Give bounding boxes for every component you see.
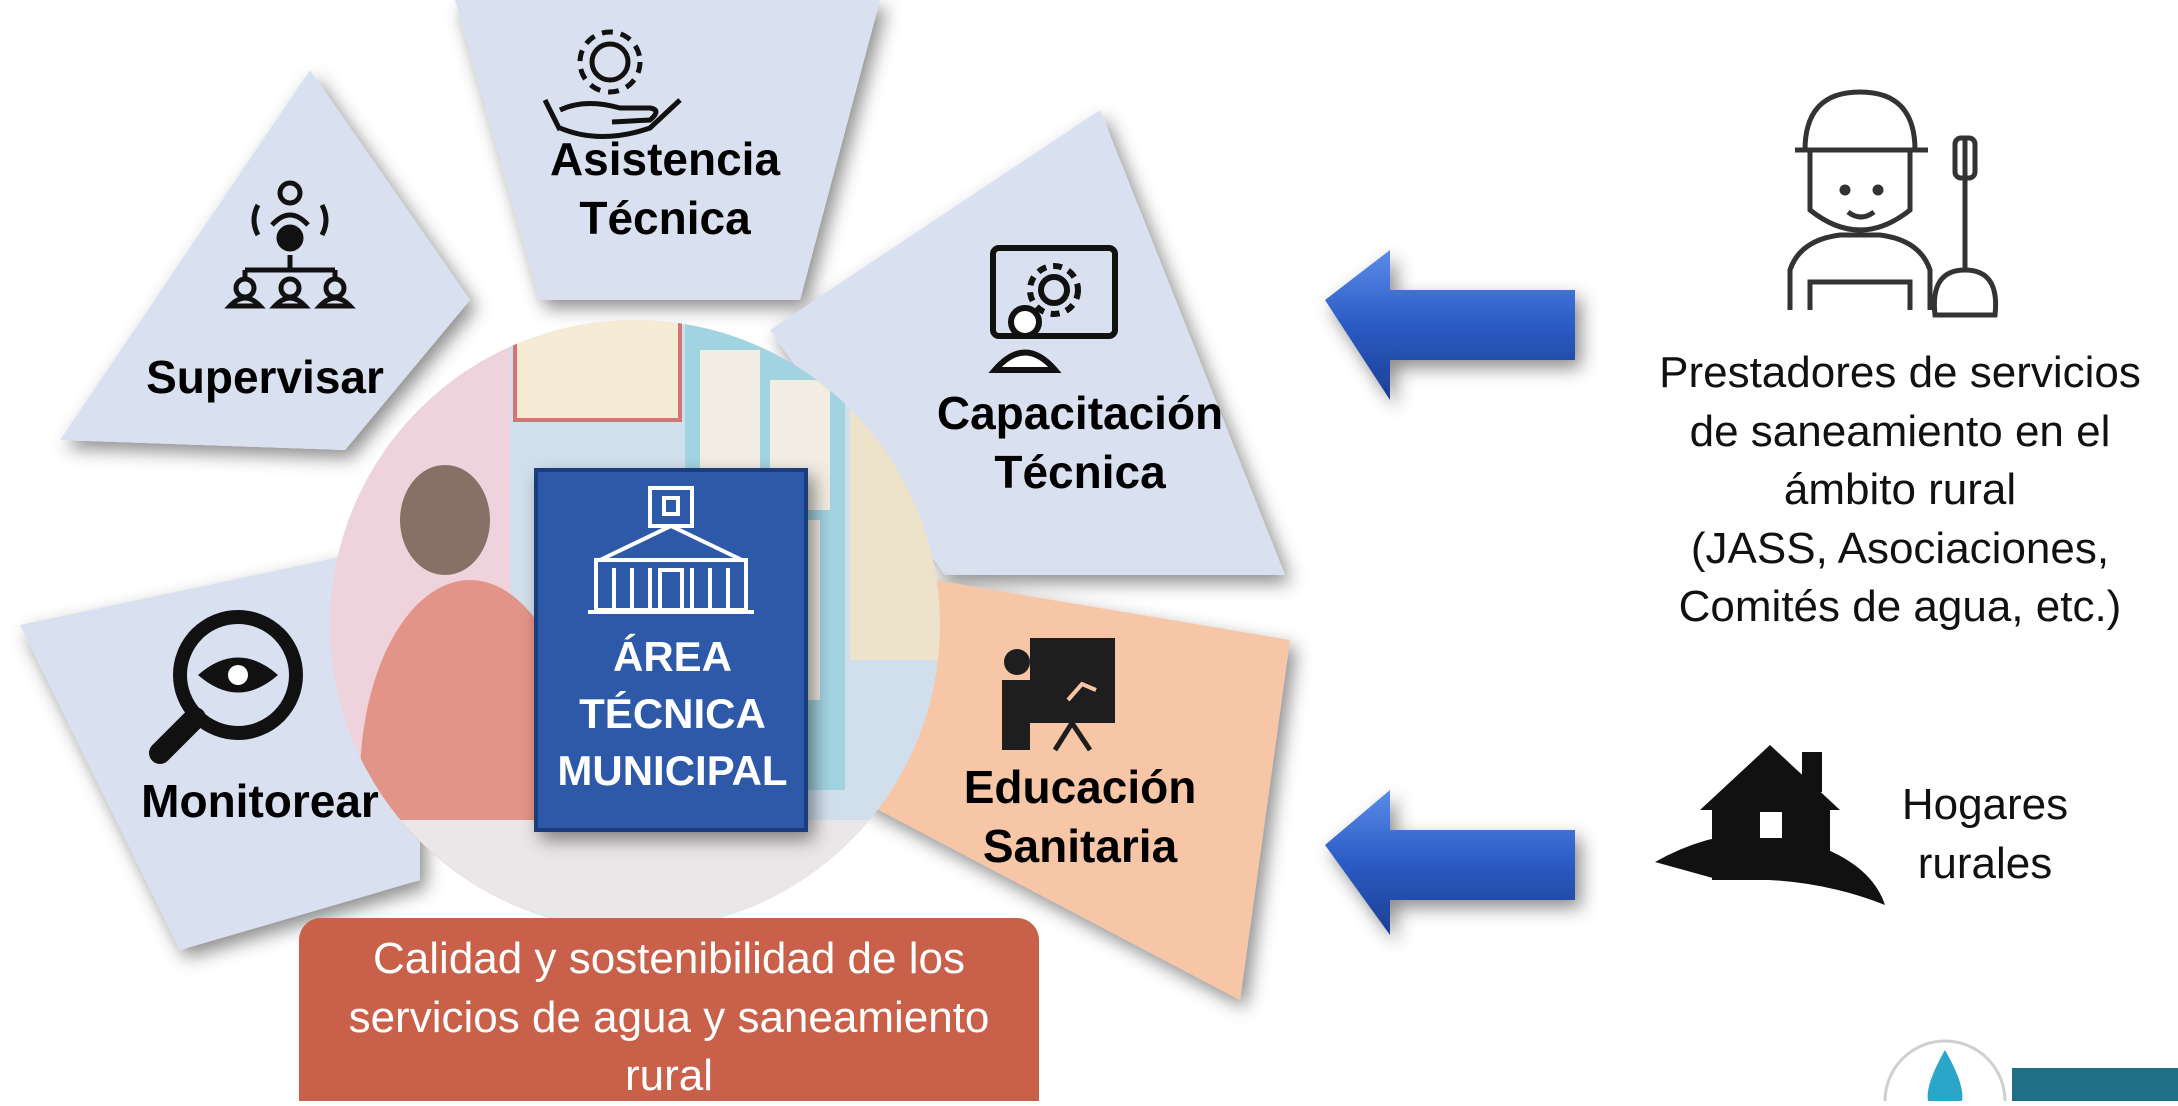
petal-label-asistencia-line2: Técnica [579, 191, 751, 244]
providers-line5: Comités de agua, etc.) [1678, 582, 2122, 632]
petal-label-supervisar: Supervisar [135, 348, 395, 407]
petal-asistencia [455, 0, 880, 300]
petal-educacion [860, 575, 1290, 1000]
petal-label-capacitacion-line1: Capacitación [936, 387, 1224, 439]
arrow-left-icon-bottom [1325, 790, 1575, 935]
petal-capacitacion [770, 110, 1285, 575]
hierarchy-icon [224, 180, 356, 309]
providers-line4: (JASS, Asociaciones, [1690, 523, 2110, 573]
households-line1: Hogares [1901, 780, 2069, 829]
providers-line2: de saneamiento en el [1689, 406, 2111, 456]
petal-label-supervisar-line1: Supervisar [146, 351, 384, 403]
teacher-board-icon [1002, 638, 1115, 752]
center-box-line1: ÁREA [612, 633, 732, 680]
petal-label-capacitacion: Capacitación Técnica [930, 384, 1230, 502]
banner-line3: rural [624, 1051, 714, 1101]
magnifier-eye-icon [149, 610, 303, 764]
providers-line3: ámbito rural [1783, 465, 2017, 515]
plumber-icon [1787, 89, 1999, 318]
petal-label-monitorear: Monitorear [120, 772, 400, 831]
monitor-gear-icon [988, 245, 1118, 373]
petal-label-educacion-line2: Sanitaria [982, 819, 1178, 872]
households-line2: rurales [1917, 838, 2053, 888]
municipal-building-icon [588, 486, 754, 614]
arrow-left-icon-top [1325, 250, 1575, 400]
petal-label-asistencia: Asistencia Técnica [530, 130, 800, 248]
center-box-line3: MUNICIPAL [557, 747, 788, 795]
house-icon [1655, 745, 1885, 905]
petal-label-asistencia-line1: Asistencia [549, 133, 781, 185]
conference-logo [1883, 1039, 2178, 1101]
center-box-line2: TÉCNICA [579, 690, 766, 738]
banner-line2: servicios de agua y saneamiento [348, 992, 990, 1042]
households-text: Hogares rurales [1880, 776, 2090, 893]
petal-label-capacitacion-line2: Técnica [994, 445, 1166, 498]
petal-label-educacion: Educación Sanitaria [955, 758, 1205, 876]
petal-supervisar [60, 70, 470, 450]
center-box [534, 468, 808, 832]
banner-line1: Calidad y sostenibilidad de los [373, 934, 965, 983]
providers-line1: Prestadores de servicios [1659, 348, 2141, 397]
petal-label-educacion-line1: Educación [963, 761, 1197, 813]
quality-banner: Calidad y sostenibilidad de los servicio… [299, 918, 1039, 1101]
petal-monitorear [20, 540, 420, 950]
center-box-label: ÁREA TÉCNICA MUNICIPAL [540, 628, 805, 799]
providers-text: Prestadores de servicios de saneamiento … [1640, 344, 2160, 637]
hand-gear-icon [542, 29, 682, 139]
petal-label-monitorear-line1: Monitorear [141, 775, 379, 827]
